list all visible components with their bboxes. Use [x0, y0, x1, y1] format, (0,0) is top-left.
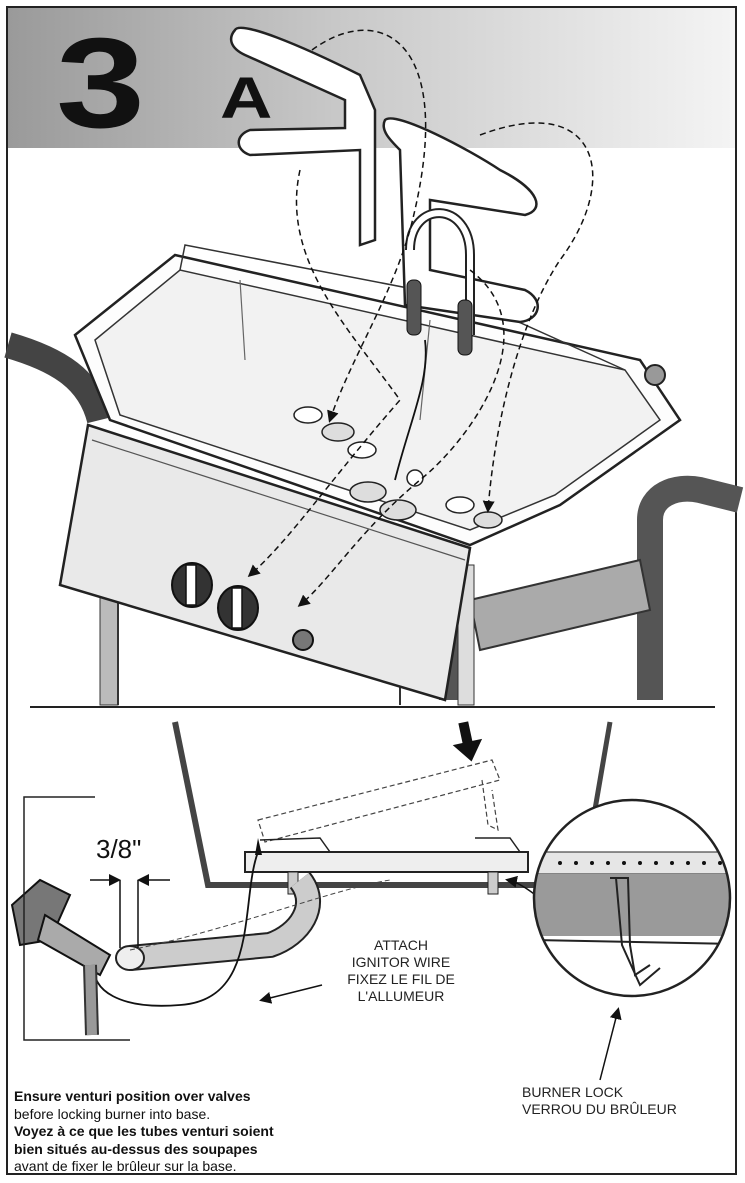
attach-ignitor-callout: ATTACH IGNITOR WIRE FIXEZ LE FIL DE L'AL…: [326, 937, 476, 1005]
burner-lock-callout: BURNER LOCK VERROU DU BRÛLEUR: [522, 1084, 732, 1118]
note-fr-bold-2: bien situés au-dessus des soupapes: [14, 1140, 258, 1157]
right-cart-frame: [637, 475, 744, 700]
lock-line-2: VERROU DU BRÛLEUR: [522, 1101, 677, 1117]
lock-line-1: BURNER LOCK: [522, 1084, 624, 1100]
dimension-label: 3/8": [96, 834, 142, 864]
note-fr-normal: avant de fixer le brûleur sur la base.: [14, 1158, 237, 1174]
venturi-note: Ensure venturi position over valves befo…: [14, 1088, 344, 1176]
grill-assembly-illustration: [4, 26, 744, 706]
note-en-normal: before locking burner into base.: [14, 1105, 211, 1122]
attach-line-4: L'ALLUMEUR: [357, 988, 445, 1004]
knob-right: [217, 585, 259, 631]
igniter-button: [292, 629, 314, 651]
attach-line-3: FIXEZ LE FIL DE: [347, 971, 455, 987]
attach-line-1: ATTACH: [374, 937, 428, 953]
cart-crossbar: [468, 558, 652, 652]
section-divider: [30, 706, 715, 708]
left-handle: [4, 332, 113, 424]
step-number: 3: [56, 12, 145, 155]
knob-left: [171, 562, 213, 608]
note-fr-bold-1: Voyez à ce que les tubes venturi soient: [14, 1123, 274, 1139]
motion-paths: [247, 29, 594, 607]
control-panel: [58, 423, 472, 702]
burner-left: [229, 26, 377, 247]
burner-right: [382, 117, 539, 356]
leg-left: [99, 589, 119, 706]
attach-line-2: IGNITOR WIRE: [351, 954, 451, 970]
step-letter: A: [220, 66, 273, 131]
note-en-bold: Ensure venturi position over valves: [14, 1088, 251, 1104]
